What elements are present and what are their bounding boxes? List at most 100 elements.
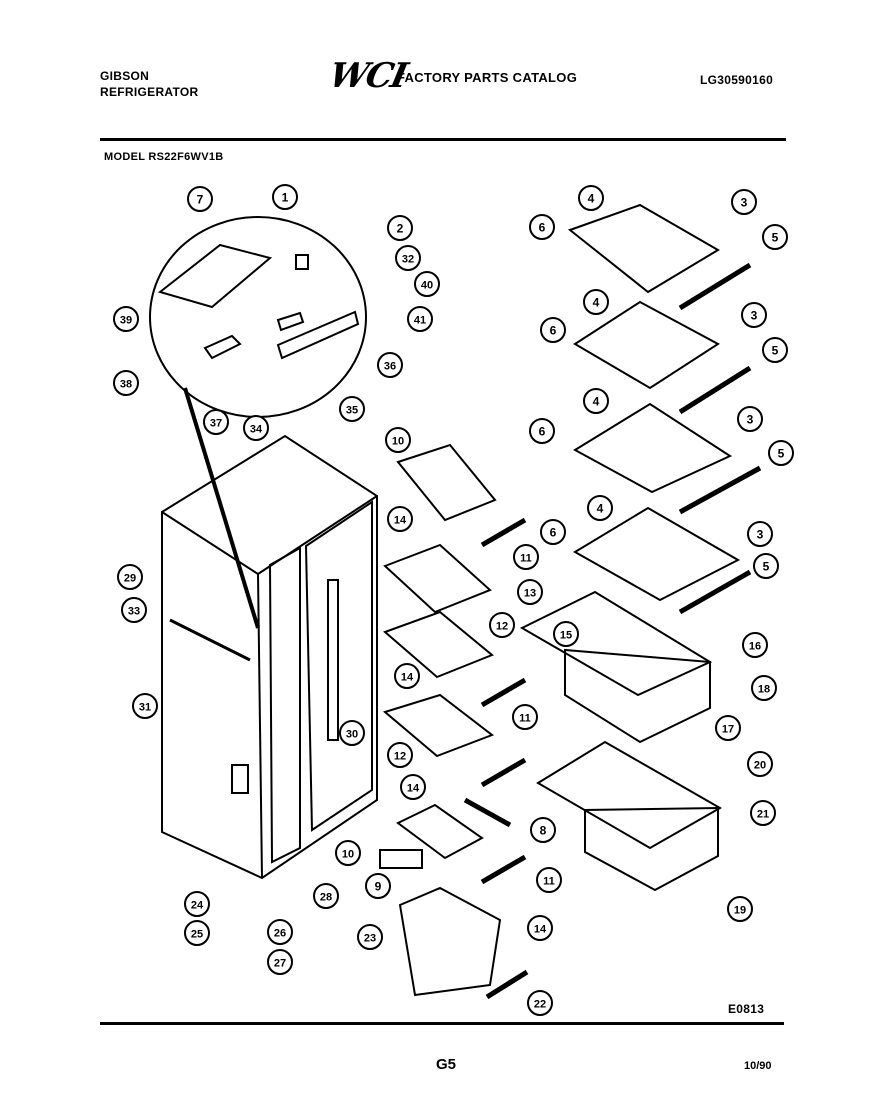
callout-number: 36 (384, 361, 396, 373)
callout-number: 33 (128, 606, 140, 618)
callout-number: 38 (120, 379, 132, 391)
callout-number: 25 (191, 929, 203, 941)
callout-circle (414, 271, 440, 297)
callout-circle (489, 612, 515, 638)
callout-circle (747, 751, 773, 777)
callout-circle (587, 495, 613, 521)
callout-number: 8 (540, 824, 547, 838)
callout-33: 33 (121, 597, 147, 623)
callout-circle (731, 189, 757, 215)
callout-14: 14 (527, 915, 553, 941)
callout-circle (400, 774, 426, 800)
callout-number: 32 (402, 254, 414, 266)
callout-circle (395, 245, 421, 271)
callout-number: 27 (274, 958, 286, 970)
callout-circle (203, 409, 229, 435)
callout-circle (768, 440, 794, 466)
callout-14: 14 (400, 774, 426, 800)
callout-31: 31 (132, 693, 158, 719)
callout-circle (540, 519, 566, 545)
callout-19: 19 (727, 896, 753, 922)
callout-circle (117, 564, 143, 590)
callout-24: 24 (184, 891, 210, 917)
callout-29: 29 (117, 564, 143, 590)
callout-number: 28 (320, 892, 332, 904)
callout-number: 37 (210, 418, 222, 430)
callout-number: 3 (757, 528, 764, 542)
callout-circle (536, 867, 562, 893)
callout-25: 25 (184, 920, 210, 946)
callout-circle (527, 990, 553, 1016)
callout-number: 7 (197, 193, 204, 207)
callout-circle (517, 579, 543, 605)
callout-circle (121, 597, 147, 623)
callout-32: 32 (395, 245, 421, 271)
callout-number: 24 (191, 900, 204, 912)
callout-circle (530, 817, 556, 843)
callout-11: 11 (513, 544, 539, 570)
callout-6: 6 (529, 214, 555, 240)
callout-circle (339, 396, 365, 422)
callout-4: 4 (587, 495, 613, 521)
callout-number: 23 (364, 933, 376, 945)
callout-circle (313, 883, 339, 909)
callout-30: 30 (339, 720, 365, 746)
callout-circle (335, 840, 361, 866)
callout-circle (339, 720, 365, 746)
callout-circle (737, 406, 763, 432)
callout-7: 7 (187, 186, 213, 212)
callout-number: 5 (778, 447, 785, 461)
callout-38: 38 (113, 370, 139, 396)
page-number: G5 (436, 1056, 457, 1073)
callout-circle (272, 184, 298, 210)
callout-number: 1 (282, 191, 289, 205)
callout-number: 26 (274, 928, 286, 940)
callout-4: 4 (583, 289, 609, 315)
callout-circle (243, 415, 269, 441)
callout-41: 41 (407, 306, 433, 332)
callout-circle (187, 186, 213, 212)
callout-10: 10 (335, 840, 361, 866)
callout-circle (132, 693, 158, 719)
callout-36: 36 (377, 352, 403, 378)
callout-circle (529, 214, 555, 240)
callout-circle (553, 621, 579, 647)
catalog-title: FACTORY PARTS CATALOG (397, 70, 578, 85)
callout-circle (742, 632, 768, 658)
callout-circle (407, 306, 433, 332)
callout-number: 11 (519, 713, 531, 725)
callout-number: 14 (407, 783, 420, 795)
brand-name: GIBSON (100, 69, 150, 83)
callout-number: 4 (593, 395, 600, 409)
callout-number: 14 (401, 672, 414, 684)
callout-number: 14 (534, 924, 547, 936)
callout-14: 14 (394, 663, 420, 689)
callout-8: 8 (530, 817, 556, 843)
callout-number: 3 (751, 309, 758, 323)
callout-circle (513, 544, 539, 570)
callout-circle (715, 715, 741, 741)
callout-number: 5 (772, 231, 779, 245)
callout-number: 20 (754, 760, 766, 772)
callout-circle (385, 427, 411, 453)
callout-number: 3 (747, 413, 754, 427)
callout-circle (727, 896, 753, 922)
callout-number: 16 (749, 641, 761, 653)
callout-circle (578, 185, 604, 211)
callout-number: 35 (346, 405, 358, 417)
callout-21: 21 (750, 800, 776, 826)
callout-circle (753, 553, 779, 579)
callout-28: 28 (313, 883, 339, 909)
callout-circle (113, 370, 139, 396)
callout-11: 11 (536, 867, 562, 893)
callout-3: 3 (741, 302, 767, 328)
callout-circle (394, 663, 420, 689)
callout-circle (387, 506, 413, 532)
callout-number: 22 (534, 999, 546, 1011)
callout-circle (741, 302, 767, 328)
callout-5: 5 (768, 440, 794, 466)
callout-circle (583, 388, 609, 414)
detail-circle (149, 216, 367, 418)
callout-number: 12 (394, 751, 406, 763)
callout-circle (387, 215, 413, 241)
